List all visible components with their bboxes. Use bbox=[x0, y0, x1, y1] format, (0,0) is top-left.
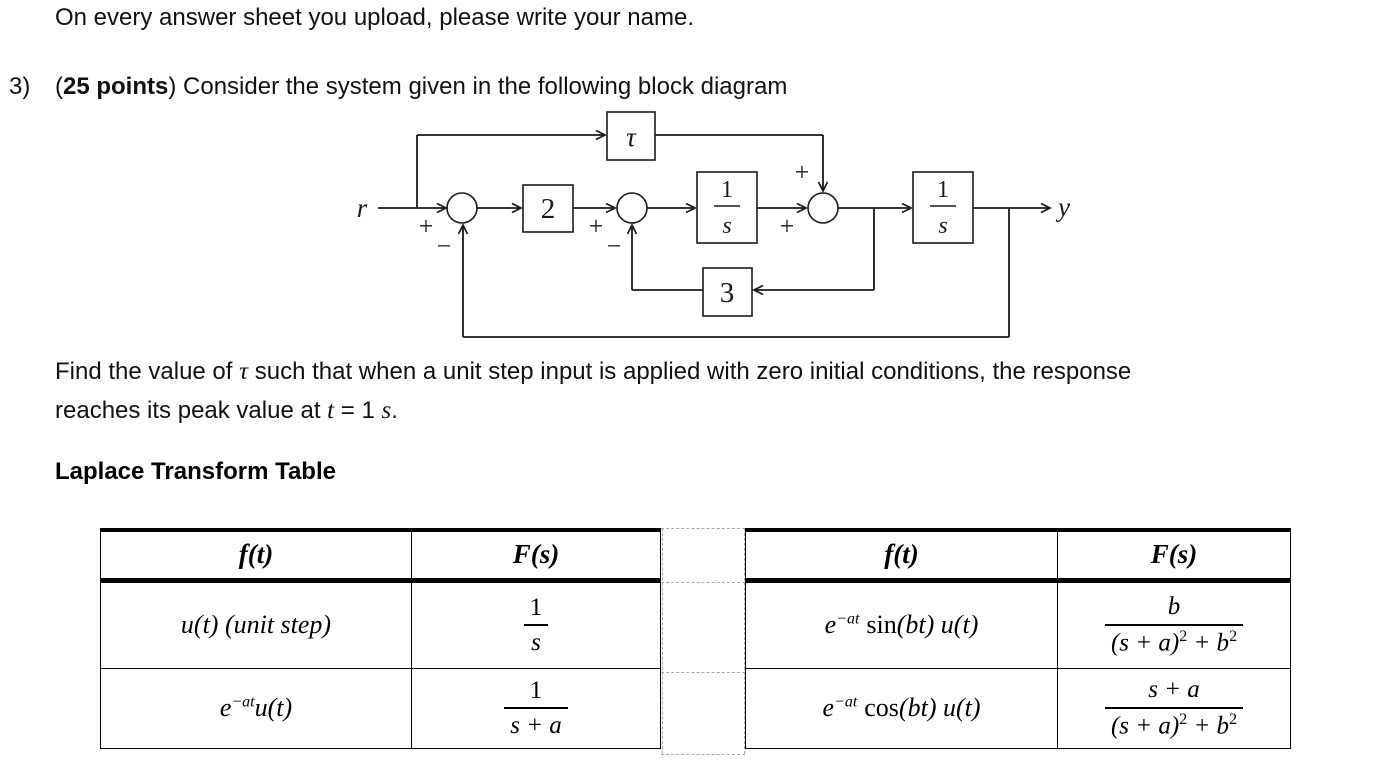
integrator2-denominator: s bbox=[938, 213, 947, 239]
ft-cell-exp-sin: e−at sin(bt) u(t) bbox=[745, 579, 1058, 669]
sum1-minus-sign: − bbox=[437, 232, 452, 261]
den-exponent2: 2 bbox=[1229, 627, 1238, 645]
integrator1-denominator: s bbox=[722, 213, 731, 239]
question-text: Find the value of τ such that when a uni… bbox=[55, 352, 1384, 430]
table-header-row: f(t) F(s) bbox=[100, 528, 661, 583]
gain-block-2-label: 2 bbox=[541, 193, 556, 225]
table-gap-dash-top bbox=[661, 528, 745, 529]
question-part3: reaches its peak value at bbox=[55, 397, 328, 424]
fraction-denominator: (s + a)2 + b2 bbox=[1104, 706, 1244, 741]
exp-tail: (bt) u(t) bbox=[896, 610, 979, 639]
points-value: 25 points bbox=[63, 73, 169, 100]
fraction-denominator: s bbox=[523, 624, 549, 658]
den-term2: + b bbox=[1187, 712, 1230, 740]
den-exponent2: 2 bbox=[1229, 710, 1238, 728]
den-exponent1: 2 bbox=[1179, 710, 1188, 728]
table-header-row: f(t) F(s) bbox=[745, 528, 1291, 583]
ft-cell-exp: e−atu(t) bbox=[100, 667, 412, 749]
output-label-y: y bbox=[1055, 192, 1070, 222]
cos-function: cos bbox=[864, 693, 899, 722]
input-label-r: r bbox=[357, 193, 368, 223]
table-gap-dash-header bbox=[661, 582, 745, 583]
table-gap-dash-left bbox=[662, 528, 663, 754]
gain-block-3 bbox=[702, 267, 753, 317]
exp-base: e bbox=[219, 693, 232, 722]
problem-text: (25 points) Consider the system given in… bbox=[55, 72, 787, 102]
integrator-block-1 bbox=[696, 171, 758, 244]
t-symbol: t bbox=[327, 397, 335, 424]
laplace-table-heading: Laplace Transform Table bbox=[55, 458, 336, 485]
column-header-fs: F(s) bbox=[411, 528, 661, 583]
fraction-denominator: s + a bbox=[504, 707, 568, 741]
sum1-plus-sign: + bbox=[419, 212, 434, 241]
ft-cell-exp-cos: e−at cos(bt) u(t) bbox=[745, 667, 1058, 749]
question-equals: = 1 bbox=[334, 397, 382, 424]
exp-tail: u(t) bbox=[254, 693, 293, 722]
table-row: u(t) (unit step) 1 s bbox=[100, 579, 661, 669]
fraction-numerator: 1 bbox=[529, 593, 543, 621]
tau-symbol: τ bbox=[239, 358, 249, 385]
fraction-numerator: b bbox=[1167, 593, 1181, 621]
exp-exponent: −at bbox=[836, 610, 860, 628]
fs-cell-one-over-s-plus-a: 1 s + a bbox=[411, 667, 661, 749]
fs-cell-one-over-s: 1 s bbox=[411, 579, 661, 669]
integrator-block-2 bbox=[912, 171, 974, 244]
column-header-fs: F(s) bbox=[1057, 528, 1291, 583]
fraction: b (s + a)2 + b2 bbox=[1104, 592, 1244, 658]
gain-block-3-label: 3 bbox=[720, 277, 735, 309]
den-term1: (s + a) bbox=[1110, 712, 1180, 740]
exp-exponent: −at bbox=[834, 693, 858, 711]
table-gap-dash-bottom bbox=[661, 754, 745, 755]
unit-step-expr: u(t) (unit step) bbox=[180, 610, 332, 639]
question-period: . bbox=[391, 397, 398, 424]
column-header-ft: f(t) bbox=[745, 528, 1058, 583]
den-exponent1: 2 bbox=[1179, 627, 1188, 645]
gain-block-tau-label: τ bbox=[626, 122, 637, 152]
fs-cell-cos-transform: s + a (s + a)2 + b2 bbox=[1057, 667, 1291, 749]
exp-base: e bbox=[822, 693, 835, 722]
summing-junction-2 bbox=[616, 192, 648, 224]
s-symbol: s bbox=[381, 397, 392, 424]
table-row: e−atu(t) 1 s + a bbox=[100, 667, 661, 749]
problem-number: 3) bbox=[9, 73, 31, 100]
fraction: s + a (s + a)2 + b2 bbox=[1104, 675, 1244, 741]
integrator1-numerator: 1 bbox=[721, 177, 733, 203]
den-term1: (s + a) bbox=[1110, 629, 1180, 657]
table-gap-dash-right bbox=[744, 528, 745, 754]
column-header-ft: f(t) bbox=[100, 528, 412, 583]
table-gap-dash-row1 bbox=[661, 672, 745, 673]
exp-base: e bbox=[824, 610, 837, 639]
laplace-table-left: f(t) F(s) u(t) (unit step) 1 s e−atu(t) … bbox=[100, 528, 661, 749]
question-part1: Find the value of bbox=[55, 358, 240, 385]
fraction: 1 s bbox=[523, 593, 549, 658]
fraction: 1 s + a bbox=[504, 676, 568, 741]
gain-block-tau bbox=[606, 111, 656, 161]
block-diagram: r τ + − 2 + − 1 s + + 3 1 s y bbox=[357, 111, 1070, 338]
integrator2-numerator: 1 bbox=[937, 177, 949, 203]
sum2-minus-sign: − bbox=[607, 232, 622, 261]
problem-intro: ) Consider the system given in the follo… bbox=[168, 73, 788, 100]
sum3-plus-sign-top: + bbox=[795, 158, 810, 187]
question-part2: such that when a unit step input is appl… bbox=[248, 358, 1132, 385]
sum3-plus-sign-left: + bbox=[780, 212, 795, 241]
sum2-plus-sign: + bbox=[589, 212, 604, 241]
fs-cell-sin-transform: b (s + a)2 + b2 bbox=[1057, 579, 1291, 669]
fraction-numerator: 1 bbox=[529, 676, 543, 704]
exp-tail: (bt) u(t) bbox=[898, 693, 981, 722]
instruction-text: On every answer sheet you upload, please… bbox=[55, 4, 695, 31]
summing-junction-3 bbox=[807, 192, 839, 224]
points-open-paren: ( bbox=[55, 73, 63, 100]
exp-exponent: −at bbox=[231, 693, 255, 711]
fraction-numerator: s + a bbox=[1148, 676, 1200, 704]
ft-cell-unit-step: u(t) (unit step) bbox=[100, 579, 412, 669]
fraction-denominator: (s + a)2 + b2 bbox=[1104, 623, 1244, 658]
den-term2: + b bbox=[1187, 629, 1230, 657]
summing-junction-1 bbox=[446, 192, 478, 224]
sin-function: sin bbox=[866, 610, 897, 639]
